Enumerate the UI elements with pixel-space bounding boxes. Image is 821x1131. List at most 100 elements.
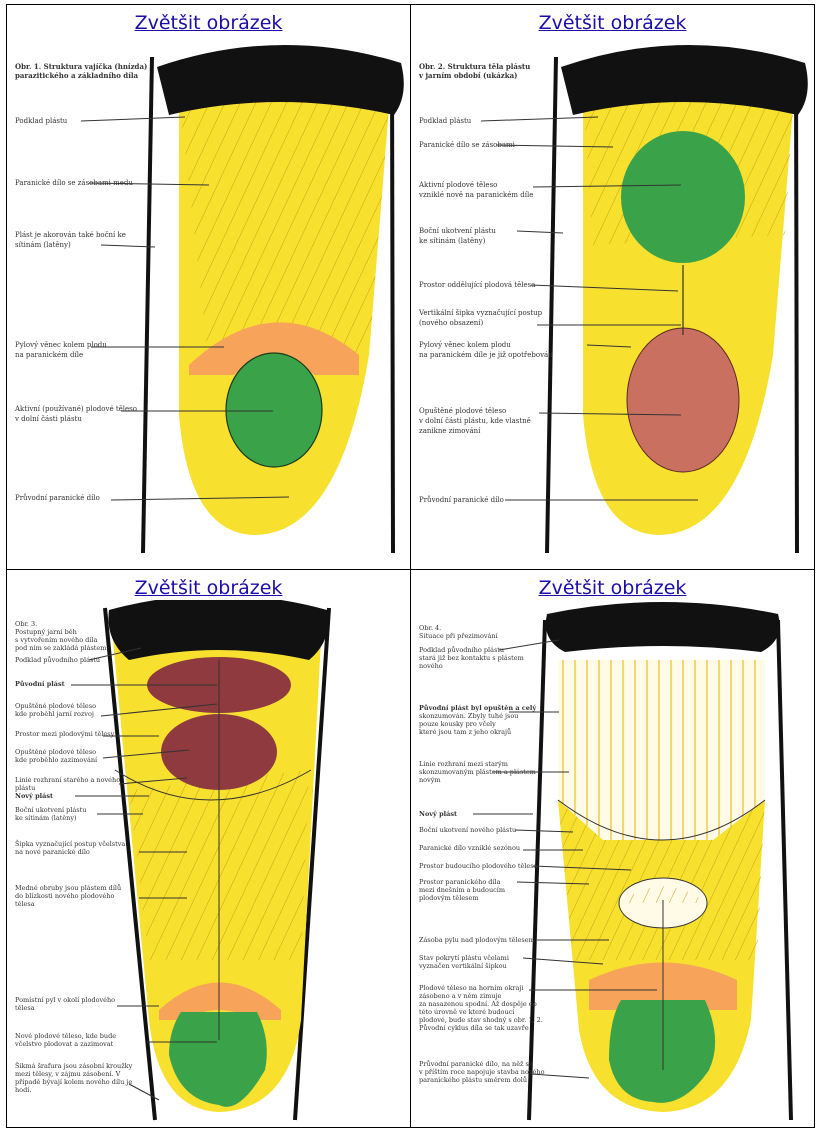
diagram-label: Podklad plástu [15,117,68,125]
caption-line: Postupný jarní běh [15,628,77,636]
diagram-label: této úrovně ve které budoucí [419,1008,515,1016]
brood-body-active [621,131,745,263]
comb-diagram-4: Obr. 4. Situace při přezimování Podklad … [413,600,811,1125]
diagram-label: Opuštěné plodové těleso [15,747,96,756]
left-frame-bar [547,57,556,553]
diagram-label: případě bývají kolem nového dílu je [15,1078,132,1086]
diagram-label: kde proběhl jarní rozvoj [15,710,94,718]
diagram-label: na paranickém díle je již opotřebován [419,351,553,359]
diagram-label: Podklad plástu [419,117,472,125]
diagram-label: v příštím roce napojuje stavba nového [418,1067,545,1076]
diagram-label: Aktivní plodové těleso [418,181,497,189]
diagram-label: na nové paranické dílo [15,848,90,856]
right-frame-bar [392,65,393,553]
diagram-image[interactable]: Obr. 3. Postupný jarní běh s vytvořením … [9,600,407,1125]
gallery-cell-4: Zvětšit obrázek [411,570,815,1128]
diagram-label: ke sítinám (latěny) [15,814,77,822]
enlarge-image-link[interactable]: Zvětšit obrázek [7,11,410,35]
diagram-label: za nasazenou spodní. Až dospěje do [419,1000,537,1008]
diagram-label: Šikmá šrafura jsou zásobní kroužky [15,1061,133,1070]
gallery-cell-1: Zvětšit obrázek [7,5,411,570]
diagram-label: Nový plást [15,792,53,800]
diagram-label: Pylový věnec kolem plodu [419,341,511,349]
diagram-label: nového [419,662,443,670]
diagram-label: ke sítinám (latěny) [419,237,486,245]
diagram-label: do blízkosti nového plodového [15,892,115,900]
diagram-label: které jsou tam z jeho okrajů [419,727,511,736]
diagram-label: Boční ukotvení plástu [419,227,496,235]
caption-line: Situace při přezimování [419,632,499,640]
enlarge-image-link[interactable]: Zvětšit obrázek [7,576,410,600]
diagram-label: Původní plást byl opuštěn a celý [419,703,536,712]
consumed-hatch [558,660,765,840]
diagram-label: Původní cyklus díla se tak uzavře [419,1023,529,1032]
diagram-image[interactable]: Obr. 4. Situace při přezimování Podklad … [413,600,811,1125]
diagram-label: Paranické dílo se zásobami [419,141,516,149]
gallery-cell-3: Zvětšit obrázek [7,570,411,1128]
diagram-label: zanikne zimování [419,427,481,435]
caption-line: parazitického a základního díla [15,71,139,80]
diagram-label: tělesa [15,1004,35,1012]
caption-line: Obr. 3. [15,620,37,628]
diagram-label: skonzumovaným plástem a plástem [419,768,536,776]
diagram-label: stará již bez kontaktu s plástem [419,654,524,662]
diagram-label: Plást je akorován také boční ke [15,231,126,239]
diagram-label: plodovým tělesem [419,894,479,902]
diagram-label: (nového obsazení) [419,319,484,327]
diagram-label: Linie rozhraní mezi starým [419,760,508,768]
top-bar [546,602,780,652]
enlarge-image-link[interactable]: Zvětšit obrázek [411,11,814,35]
diagram-label: na paranickém díle [15,351,83,359]
diagram-label: Opuštěné plodové těleso [15,701,96,710]
image-gallery-table: Zvětšit obrázek [6,4,815,1128]
diagram-image[interactable]: Obr. 1. Struktura vajíčka (hnízda) paraz… [9,35,407,567]
diagram-label: vzniklé nově na paranickém díle [418,191,533,199]
comb-diagram-3: Obr. 3. Postupný jarní běh s vytvořením … [9,600,407,1125]
diagram-label: Pylový věnec kolem plodu [15,341,107,349]
diagram-label: Šipka vyznačující postup včelstva [15,839,125,848]
diagram-label: Původní plást [15,679,65,688]
diagram-label: hodí. [15,1086,31,1094]
diagram-label: paranického plástu směrem dolů [419,1075,527,1084]
diagram-label: plástu [15,784,35,792]
diagram-label: sítinám (latěny) [15,241,71,249]
diagram-label: Stav pokrytí plástu včelami [419,954,509,962]
diagram-label: kde proběhlo zazimování [15,756,98,764]
diagram-label: Vertikální šipka vyznačující postup [418,308,543,317]
diagram-label: novým [419,776,441,784]
diagram-image[interactable]: Obr. 2. Struktura těla plástu v jarním o… [413,35,811,567]
diagram-label: Aktivní (používané) plodové těleso [14,405,137,413]
diagram-label: Medné obruby jsou plástem dílů [15,883,121,892]
diagram-label: Boční ukotvení nového plástu [419,826,516,834]
diagram-label: Zásoba pylu nad plodovým tělesem [419,936,535,944]
diagram-label: Paranické dílo se zásobami medu [15,179,133,187]
diagram-label: Průvodní paranické dílo [419,495,504,504]
brood-body-abandoned [627,328,739,472]
diagram-label: plodové, bude stav shodný s obr. 1, 2. [419,1016,543,1024]
caption-line: pod ním se zakládá plástem [15,644,106,652]
caption-line: Obr. 2. Struktura těla plástu [419,62,530,71]
diagram-label: vyznačen vertikální šipkou [418,961,507,970]
diagram-label: zásobeno a v něm zimuje [419,992,502,1000]
diagram-label: Linie rozhraní starého a nového [15,776,120,784]
diagram-label: Podklad původního plástu [419,645,504,654]
diagram-label: Průvodní paranické dílo [15,493,100,502]
gallery-cell-2: Zvětšit obrázek [411,5,815,570]
right-frame-bar [796,65,797,553]
diagram-label: v dolní části plástu [14,415,82,423]
diagram-label: Průvodní paranické dílo, na něž se [419,1059,533,1068]
diagram-label: pouze kousky pro včely [419,720,496,728]
diagram-label: Prostor paranického díla [419,878,501,886]
diagram-label: Boční ukotvení plástu [15,806,86,814]
enlarge-image-link[interactable]: Zvětšit obrázek [411,576,814,600]
comb-diagram-1: Obr. 1. Struktura vajíčka (hnízda) paraz… [9,35,407,567]
caption-line: s vytvořením nového díla [15,636,97,644]
diagram-label: v dolní části plástu, kde vlastně [418,417,531,425]
diagram-label: Prostor oddělující plodová tělesa [419,281,535,289]
caption-line: Obr. 4. [419,624,441,632]
diagram-label: Prostor budoucího plodového tělesa [419,862,538,870]
right-frame-bar [778,620,791,1120]
diagram-label: včelstvo plodovat a zazimovat [14,1040,114,1048]
diagram-label: tělesa [15,900,35,908]
diagram-label: mezi dnešním a budoucím [419,885,505,894]
